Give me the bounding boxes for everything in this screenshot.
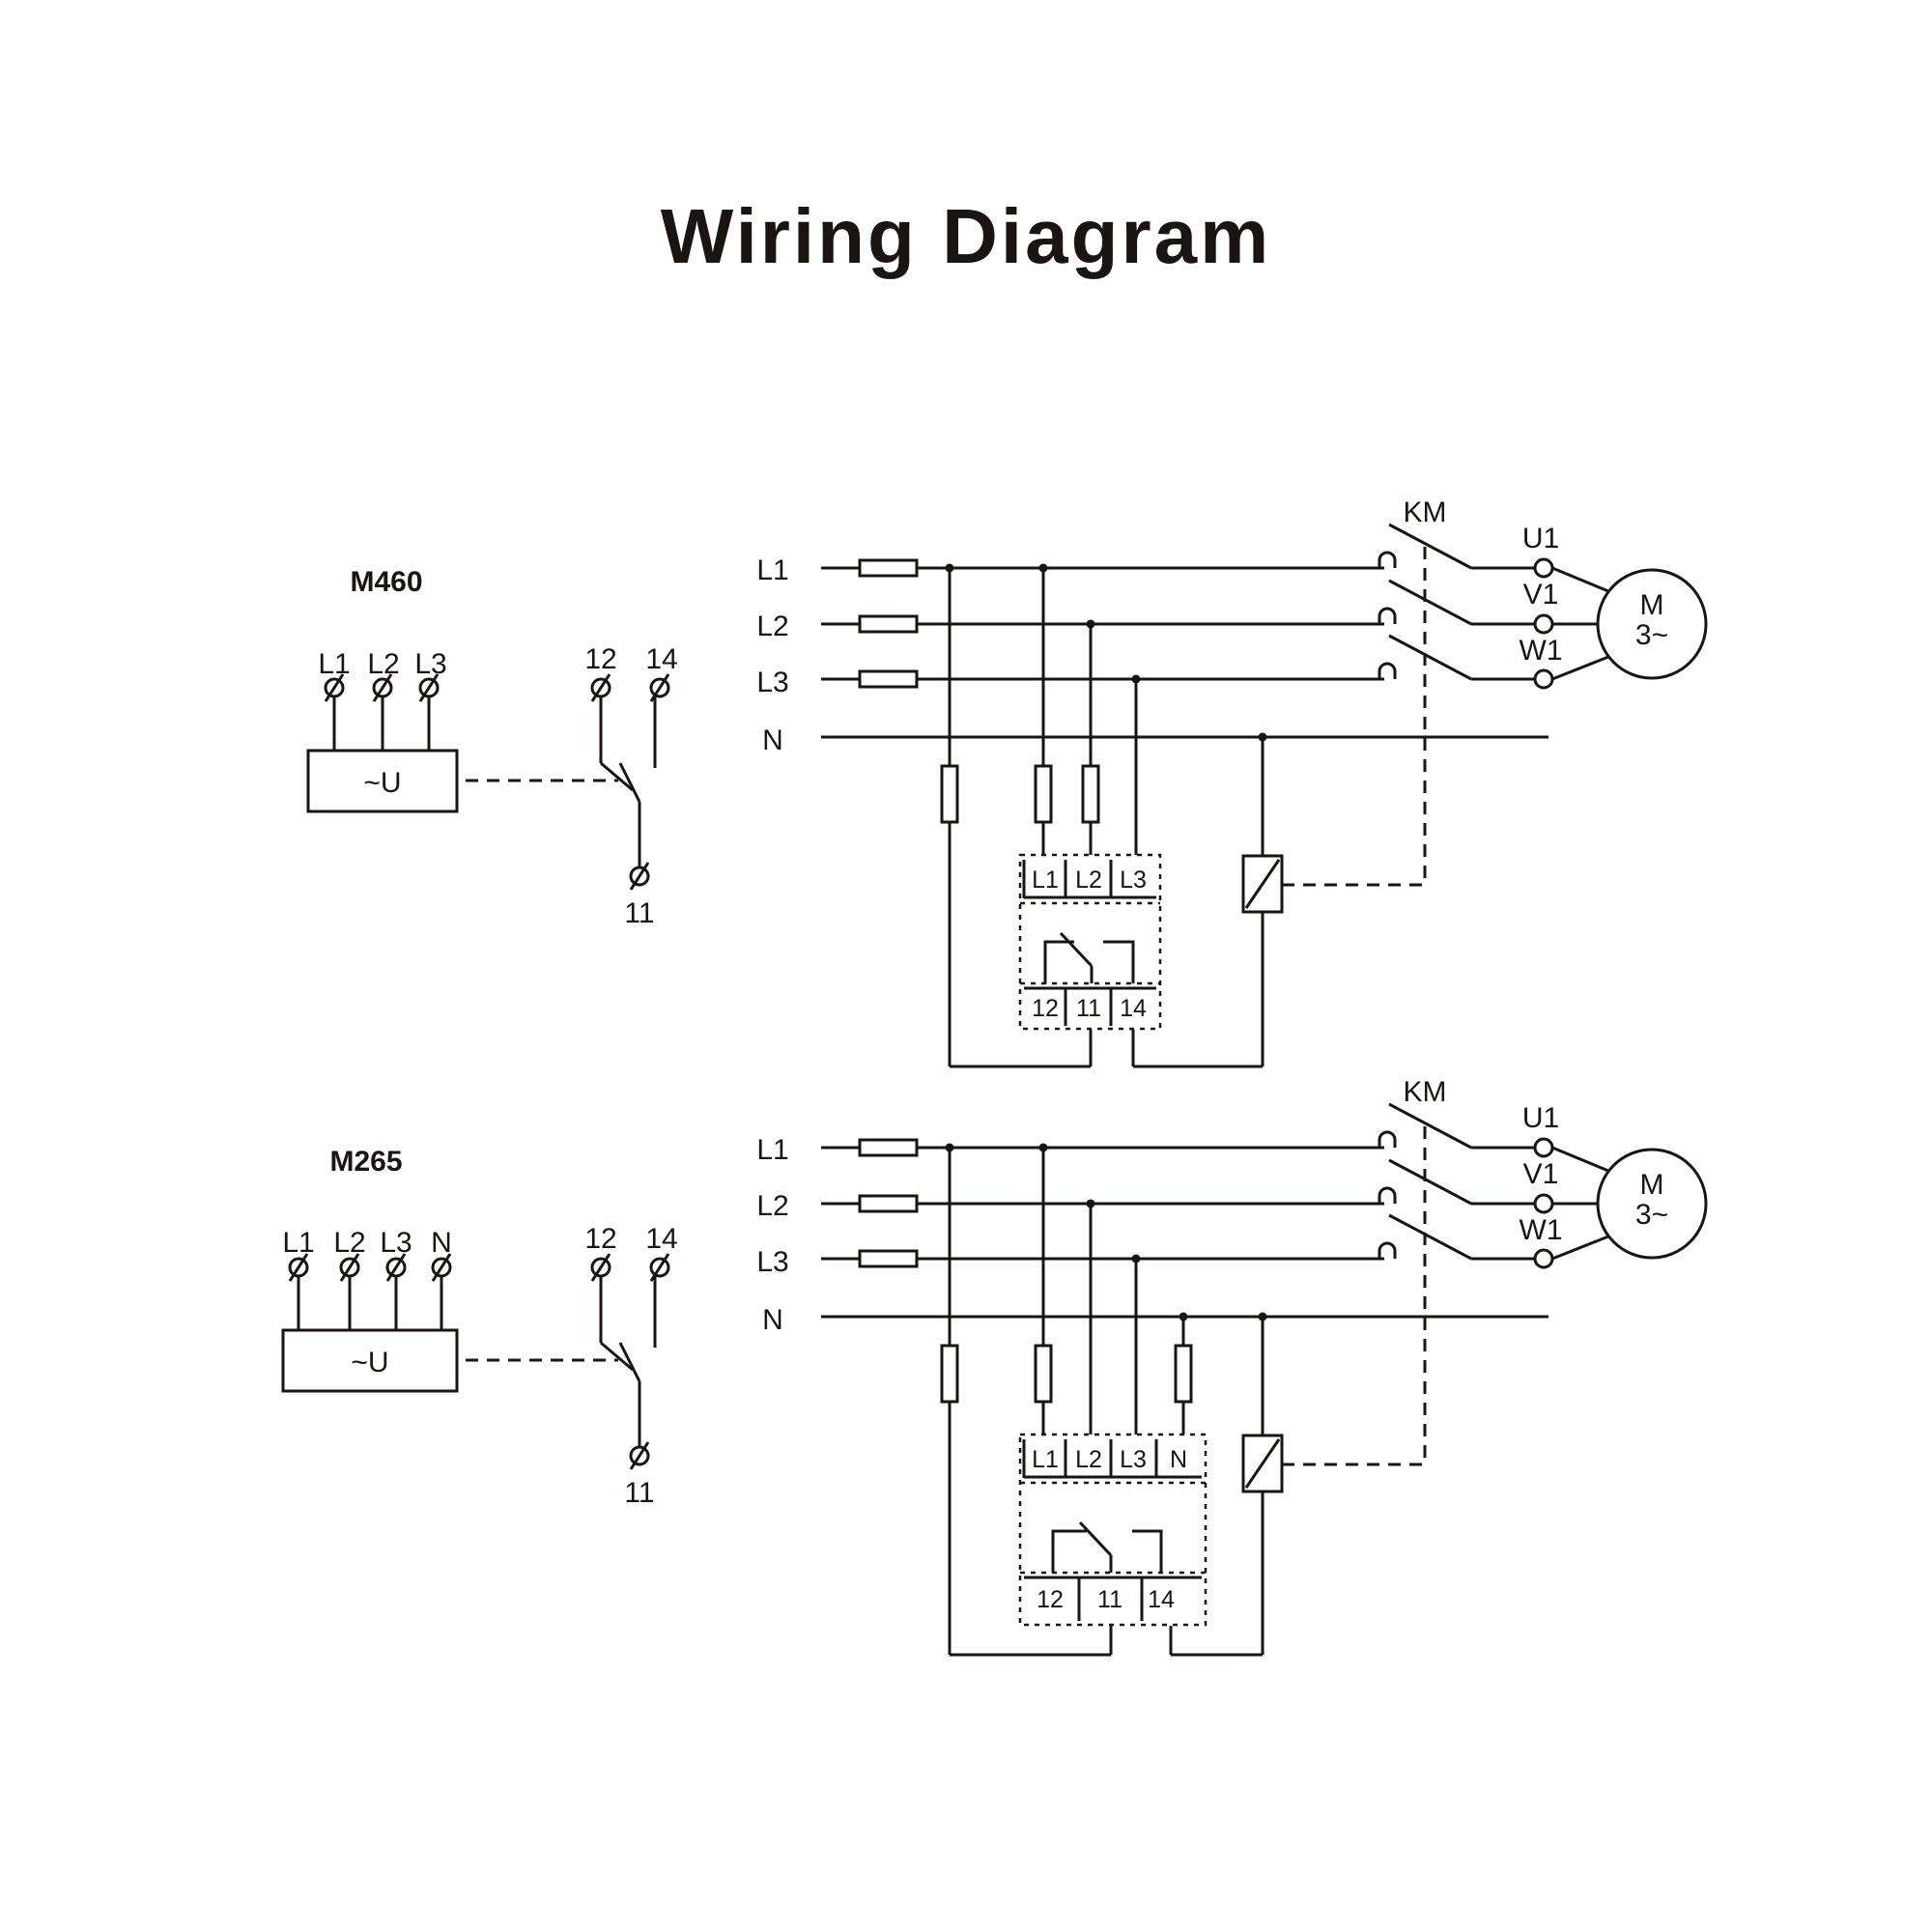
fuse-icon	[858, 614, 919, 634]
diagram-m460: M460 L1 L2 L3 ~U 12 14	[306, 497, 1708, 1068]
relay-input-label: N	[1170, 1446, 1187, 1473]
motor-phase-label: 3~	[1635, 1199, 1668, 1231]
terminal-screw-icon	[629, 1441, 650, 1470]
relay-connections	[940, 1148, 1284, 1657]
model-label: M265	[329, 1146, 402, 1178]
relay-contact-symbol: 12 14 11	[584, 1223, 677, 1509]
model-label: M460	[350, 566, 422, 598]
relay-output-label: 12	[1037, 1586, 1064, 1613]
fuse-icon	[858, 1194, 919, 1213]
line-label: N	[762, 724, 783, 756]
device-terminal-label: L2	[367, 648, 399, 680]
page-title: Wiring Diagram	[661, 193, 1271, 279]
fuse-icon	[858, 1249, 919, 1268]
relay-output-label: 12	[1032, 995, 1059, 1022]
relay-output-label: 14	[1120, 995, 1147, 1022]
device-label: ~U	[363, 767, 401, 799]
motor-terminal-label: W1	[1520, 635, 1563, 667]
contact-terminal-label: 11	[624, 1477, 654, 1509]
line-label: L1	[756, 1134, 788, 1166]
relay-input-label: L3	[1120, 867, 1147, 894]
motor-symbol: U1 V1 W1 M 3~	[1520, 1102, 1708, 1269]
contact-terminal-label: 12	[584, 643, 616, 675]
fuse-icon	[1174, 1344, 1193, 1404]
device-symbol: L1 L2 L3 N ~U	[281, 1227, 618, 1393]
motor-terminal-label: U1	[1522, 523, 1559, 554]
fuse-icon	[940, 764, 959, 824]
motor-terminal-label: U1	[1522, 1102, 1559, 1134]
fuse-icon	[940, 1344, 959, 1404]
fuse-icon	[858, 558, 919, 578]
relay-input-label: L3	[1120, 1446, 1147, 1473]
motor-terminal-label: W1	[1520, 1214, 1563, 1246]
relay-output-label: 11	[1097, 1586, 1122, 1613]
supply-lines: L1 L2 L3 N	[756, 554, 1548, 756]
fuse-icon	[1081, 764, 1100, 824]
relay-module: L1 L2 L3 12 11 14	[1018, 853, 1162, 1031]
relay-input-label: L1	[1032, 1446, 1059, 1473]
motor-circle	[1596, 1148, 1708, 1260]
device-box	[281, 1328, 459, 1393]
contactor-label: KM	[1404, 497, 1447, 528]
relay-input-label: L2	[1075, 867, 1102, 894]
relay-input-label: L1	[1032, 867, 1059, 894]
contact-terminal-label: 11	[624, 897, 654, 929]
device-terminal-label: L3	[414, 648, 446, 680]
contact-terminal-label: 14	[645, 1223, 677, 1255]
device-label: ~U	[351, 1347, 388, 1378]
supply-lines: L1 L2 L3 N	[756, 1134, 1548, 1336]
motor-phase-label: 3~	[1635, 619, 1668, 651]
relay-contact-symbol: 12 14 11	[584, 643, 677, 929]
contact-terminal-label: 14	[645, 643, 677, 675]
line-label: L1	[756, 554, 788, 586]
fuse-icon	[1034, 764, 1053, 824]
line-label: L2	[756, 1190, 788, 1222]
device-terminal-label: L1	[282, 1227, 314, 1259]
device-symbol: L1 L2 L3 ~U	[306, 648, 618, 813]
line-label: L3	[756, 1246, 788, 1278]
device-terminal-label: L1	[318, 648, 350, 680]
contactor-label: KM	[1404, 1076, 1447, 1108]
fuse-icon	[858, 669, 919, 689]
fuse-icon	[1034, 1344, 1053, 1404]
fuse-icon	[858, 1138, 919, 1157]
device-box	[306, 749, 459, 813]
relay-connections	[940, 568, 1284, 1068]
device-terminal-label: N	[431, 1227, 452, 1259]
motor-terminal-label: V1	[1523, 579, 1559, 611]
contactor-km: KM	[1261, 1076, 1536, 1466]
motor-terminal-label: V1	[1523, 1158, 1559, 1190]
relay-input-label: L2	[1075, 1446, 1102, 1473]
terminal-screw-icon	[629, 862, 650, 891]
motor-label: M	[1640, 589, 1664, 621]
device-terminal-label: L2	[333, 1227, 365, 1259]
relay-output-label: 11	[1076, 995, 1101, 1022]
relay-output-label: 14	[1148, 1586, 1175, 1613]
contactor-km: KM	[1261, 497, 1536, 887]
motor-circle	[1596, 568, 1708, 680]
motor-label: M	[1640, 1169, 1664, 1201]
line-label: N	[762, 1304, 783, 1336]
diagram-m265: M265 L1 L2 L3 N ~U 12 14	[281, 1076, 1708, 1657]
relay-module: L1 L2 L3 N 12 11 14	[1018, 1433, 1208, 1627]
line-label: L2	[756, 611, 788, 642]
device-terminal-label: L3	[380, 1227, 412, 1259]
contact-terminal-label: 12	[584, 1223, 616, 1255]
motor-symbol: U1 V1 W1 M 3~	[1520, 523, 1708, 690]
line-label: L3	[756, 667, 788, 698]
